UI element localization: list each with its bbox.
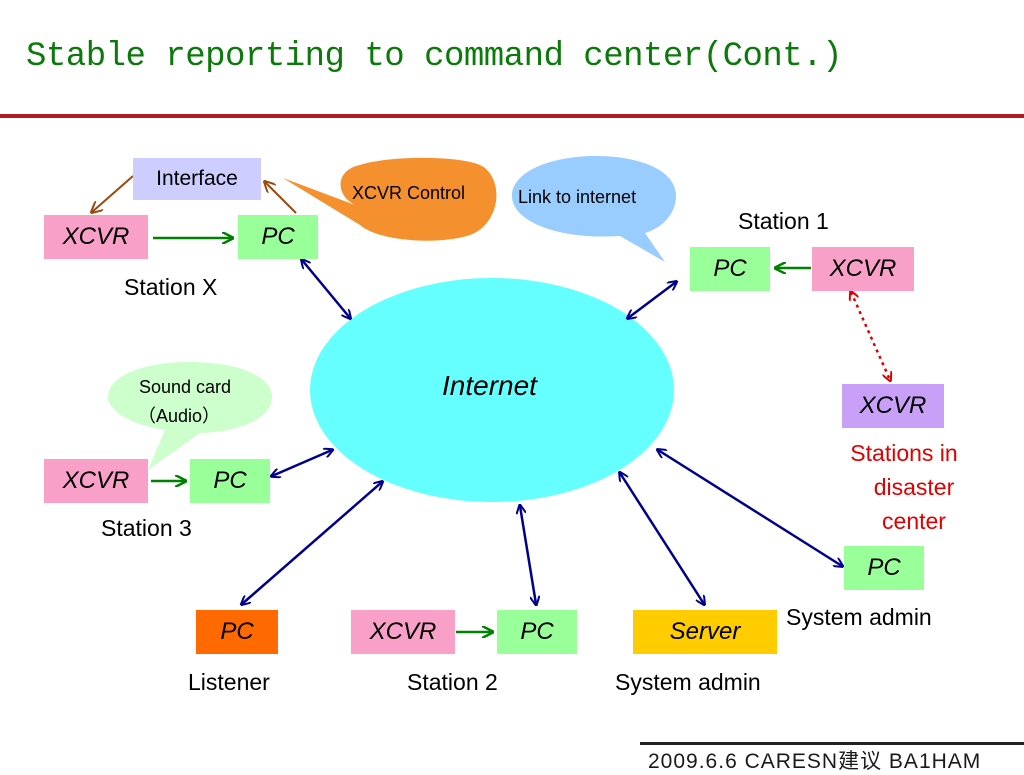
station-3-label: Station 3 <box>101 515 192 541</box>
xcvr-control-callout-text: XCVR Control <box>352 183 466 203</box>
server-internet-link <box>620 473 704 604</box>
internet-cloud <box>310 278 674 502</box>
link-to-internet-callout-text: Link to internet <box>518 187 637 207</box>
station-1-internet-link <box>628 282 676 318</box>
listener-internet-link <box>242 482 382 604</box>
title-divider <box>0 114 1024 118</box>
admin-pc-internet-link <box>658 450 842 566</box>
station-2-pc-box: PC <box>497 610 577 654</box>
radio-link-dotted <box>851 292 890 380</box>
xcvr-control-callout <box>283 157 497 241</box>
disaster-xcvr-box: XCVR <box>842 384 944 428</box>
server-label: System admin <box>615 669 761 695</box>
page-title: Stable reporting to command center(Cont.… <box>26 38 843 76</box>
internet-label: Internet <box>442 370 537 401</box>
station-x-pc-box: PC <box>238 215 318 259</box>
station-x-label: Station X <box>124 274 218 300</box>
disaster-center-label: Stations in disaster center <box>826 436 982 538</box>
disaster-label-line2: disaster <box>873 474 955 500</box>
interface-box: Interface <box>133 158 261 200</box>
station-3-xcvr-box: XCVR <box>44 459 148 503</box>
sound-card-callout-subtext: （Audio） <box>138 406 221 426</box>
sound-card-callout-text: Sound card <box>139 377 232 397</box>
footer-divider <box>640 742 1024 745</box>
station-x-internet-link <box>302 260 350 318</box>
station-1-label: Station 1 <box>738 208 829 234</box>
station-3-internet-link <box>272 450 332 476</box>
footer: 2009.6.6 CARESN建议 BA1HAM <box>640 742 1024 773</box>
disaster-label-line3: center <box>882 508 946 534</box>
link-to-internet-callout <box>512 156 676 262</box>
admin-pc-box: PC <box>844 546 924 590</box>
server-box: Server <box>633 610 777 654</box>
station-x-xcvr-box: XCVR <box>44 215 148 259</box>
station-2-xcvr-box: XCVR <box>351 610 455 654</box>
disaster-label-line1: Stations in <box>850 440 958 466</box>
sound-card-callout <box>108 362 272 470</box>
station-2-label: Station 2 <box>407 669 498 695</box>
listener-pc-box: PC <box>196 610 278 654</box>
station-3-pc-box: PC <box>190 459 270 503</box>
interface-to-xcvr-arrow <box>92 175 134 212</box>
station-1-pc-box: PC <box>690 247 770 291</box>
station-2-internet-link <box>520 506 536 604</box>
pc-to-interface-arrow <box>265 182 297 214</box>
listener-label: Listener <box>188 669 270 695</box>
admin-pc-label: System admin <box>786 604 932 630</box>
station-1-xcvr-box: XCVR <box>812 247 914 291</box>
footer-text: 2009.6.6 CARESN建议 BA1HAM <box>648 750 982 773</box>
